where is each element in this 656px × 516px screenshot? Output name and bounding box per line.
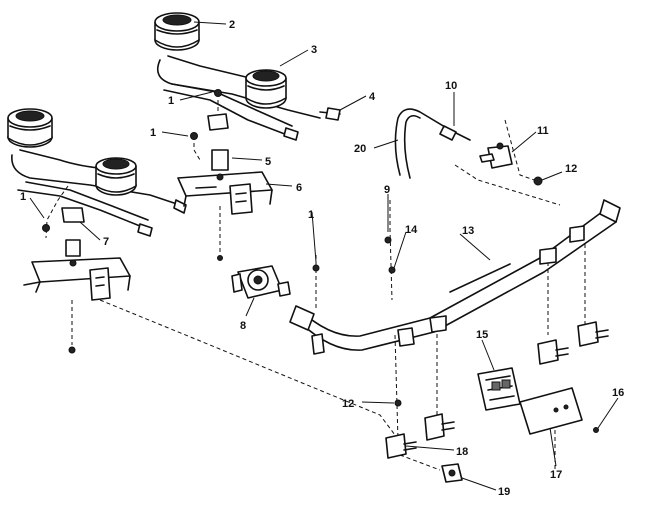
gas-tube [394, 108, 471, 179]
callout-15: 15 [476, 329, 488, 341]
callout-17: 17 [550, 469, 562, 481]
callout-5: 5 [265, 156, 271, 168]
callout-18: 18 [456, 446, 468, 458]
orifice [325, 107, 341, 121]
screw [388, 266, 396, 274]
callout-1: 1 [168, 95, 174, 107]
burner-valve [385, 433, 417, 459]
burner-mounting-plate [177, 149, 273, 215]
callout-9: 9 [384, 184, 390, 196]
callout-1: 1 [150, 127, 156, 139]
callout-19: 19 [498, 486, 510, 498]
callout-4: 4 [369, 91, 376, 103]
burner-head [7, 108, 53, 148]
screw [394, 399, 402, 407]
callout-20: 20 [354, 143, 366, 155]
callout-13: 13 [462, 225, 474, 237]
burner-bracket [61, 207, 85, 223]
igniter-wire-end [68, 346, 76, 354]
screw [533, 176, 543, 186]
burner-valve [537, 339, 569, 365]
callout-1: 1 [20, 191, 26, 203]
burner-valve [424, 413, 455, 441]
callout-labels: 2 3 4 1 1 5 6 1 7 8 1 9 10 11 20 12 14 1… [20, 19, 624, 498]
igniter-wire-end [217, 255, 223, 261]
left-burner-assembly [7, 108, 187, 354]
assembly-guide-lines [45, 93, 586, 471]
regulator-fitting [479, 142, 513, 169]
callout-12: 12 [342, 398, 354, 410]
callout-11: 11 [537, 125, 549, 137]
pressure-regulator [231, 265, 291, 299]
burner-head [154, 12, 200, 51]
screw [384, 236, 392, 244]
ignition-switch [477, 367, 521, 411]
callout-10: 10 [445, 80, 457, 92]
callout-12: 12 [565, 163, 577, 175]
valve-knob [441, 463, 463, 483]
burner-head [245, 69, 287, 109]
callout-2: 2 [229, 19, 235, 31]
callout-6: 6 [296, 182, 302, 194]
callout-8: 8 [240, 320, 246, 332]
screw [312, 264, 320, 272]
switch-bracket [519, 387, 583, 435]
burner-valve [577, 321, 609, 347]
callout-7: 7 [103, 236, 109, 248]
manifold-pipe [289, 199, 621, 355]
burner-head [95, 157, 137, 196]
burner-mounting-plate [23, 239, 131, 301]
callout-16: 16 [612, 387, 624, 399]
screw [214, 89, 222, 97]
center-burner-assembly [154, 12, 341, 261]
screw [42, 224, 50, 232]
callout-14: 14 [405, 224, 418, 236]
screw [593, 427, 599, 433]
screw [190, 132, 198, 140]
leader-lines [29, 21, 619, 491]
callout-1: 1 [308, 209, 314, 221]
callout-3: 3 [311, 44, 317, 56]
